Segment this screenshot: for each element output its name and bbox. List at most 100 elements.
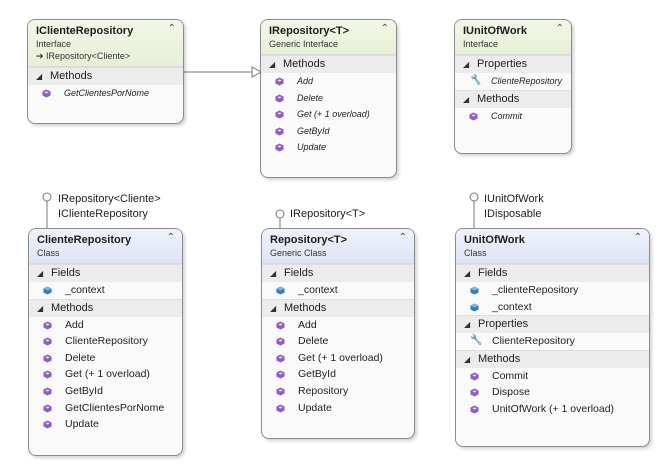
method-icon [470,372,479,381]
member-item[interactable]: Delete [262,333,414,350]
member-item[interactable]: GetById [29,383,182,400]
member-label: Get (+ 1 overload) [297,109,370,120]
member-label: GetClientesPorNome [64,88,150,98]
member-item[interactable]: _context [29,282,182,299]
class-box-clienterepository[interactable]: ClienteRepository Class ⌃ ◢Fields _context ◢M… [28,228,183,456]
class-header: Repository<T>Generic Class⌃ [262,229,414,264]
field-icon [43,286,52,295]
section-header[interactable]: ◢Methods [29,298,182,317]
member-label: _context [298,284,338,296]
section-header[interactable]: ◢Methods [455,89,571,108]
member-item[interactable]: Add [29,317,182,334]
section-label: Methods [50,70,93,82]
class-box-repository[interactable]: Repository<T>Generic Class⌃◢Fields_conte… [261,228,415,439]
member-item[interactable]: Dispose [456,384,649,401]
field-icon [470,286,479,295]
method-icon [276,321,285,330]
collapse-chevron-icon[interactable]: ⌃ [555,23,564,34]
base-type: ➔ IRepository<Cliente> [36,51,131,61]
member-item[interactable]: Add [262,317,414,334]
method-icon [275,110,284,119]
member-label: Add [297,76,314,86]
collapse-chevron-icon[interactable]: ⌃ [166,232,175,243]
member-item[interactable]: _context [456,299,649,316]
section-header[interactable]: ◢Fields [456,264,649,282]
member-item[interactable]: Get (+ 1 overload) [29,366,182,383]
member-item[interactable]: Commit [456,368,649,385]
member-item[interactable]: Repository [262,383,414,400]
section-header[interactable]: ◢Properties [456,315,649,334]
method-icon [43,387,52,396]
lollipop-label: IRepository<T> [290,208,366,220]
section-label: Methods [478,352,521,365]
class-kind: Interface [463,39,499,49]
section-header[interactable]: ◢Methods [28,67,183,85]
base-type-label: IRepository<Cliente> [46,51,131,61]
member-item[interactable]: _clienteRepository [456,282,649,299]
collapse-chevron-icon[interactable]: ⌃ [633,232,642,243]
member-item[interactable]: 🔧ClienteRepository [456,333,649,350]
section-header[interactable]: ◢Methods [262,298,414,317]
member-item[interactable]: GetById [262,366,414,383]
section-header[interactable]: ◢ Methods [456,349,649,368]
collapse-chevron-icon[interactable]: ⌃ [380,23,389,34]
class-kind: Generic Class [270,248,327,258]
class-kind: Class [464,248,487,258]
method-icon [43,420,52,429]
member-item[interactable]: Update [29,416,182,433]
expand-triangle-icon: ◢ [37,303,44,313]
section-label: Methods [283,58,326,70]
lollipop-label: IClienteRepository [58,208,148,220]
class-kind: Class [37,248,60,258]
member-item[interactable]: Delete [29,350,182,367]
method-icon [470,388,479,397]
member-item[interactable]: Get (+ 1 overload) [261,106,396,123]
member-item[interactable]: ClienteRepository [29,333,182,350]
method-icon [276,370,285,379]
class-box-irepository[interactable]: IRepository<T>Generic Interface⌃◢Methods… [260,19,397,178]
member-label: _context [65,284,105,296]
section-header[interactable]: ◢Fields [29,264,182,282]
section-header[interactable]: ◢Properties [455,55,571,73]
member-label: Repository [298,384,349,397]
member-item[interactable]: GetClientesPorNome [29,400,182,417]
expand-triangle-icon: ◢ [463,94,470,104]
member-item[interactable]: Get (+ 1 overload) [262,350,414,367]
method-icon [43,337,52,346]
lollipop-circle-r [275,209,285,219]
member-label: Commit [492,369,529,382]
method-icon [276,337,285,346]
method-icon [275,94,284,103]
collapse-chevron-icon[interactable]: ⌃ [167,23,176,34]
method-icon [43,321,52,330]
expand-triangle-icon: ◢ [464,354,471,364]
member-item[interactable]: Update [262,400,414,417]
member-item[interactable]: UnitOfWork (+ 1 overload) [456,401,649,418]
member-label: Add [298,318,317,331]
member-label: Update [297,142,327,153]
member-item[interactable]: Delete [261,90,396,107]
member-label: GetById [65,384,103,397]
member-label: ClienteRepository [65,335,148,348]
member-item[interactable]: Commit [455,108,571,125]
member-item[interactable]: 🔧ClienteRepository [455,73,571,90]
section-label: Fields [478,267,508,279]
member-item[interactable]: Add [261,73,396,90]
inheritance-arrowhead [251,66,263,78]
member-item[interactable]: GetById [261,123,396,140]
member-item[interactable]: GetClientesPorNome [28,85,183,102]
expand-triangle-icon: ◢ [37,269,44,278]
member-item[interactable]: Update [261,139,396,156]
section-header[interactable]: ◢Methods [261,55,396,73]
collapse-chevron-icon[interactable]: ⌃ [398,232,407,243]
member-item[interactable]: _context [262,282,414,299]
section-header[interactable]: ◢Fields [262,264,414,282]
class-name: UnitOfWork [464,234,525,246]
lollipop-circle-cr [42,192,52,202]
